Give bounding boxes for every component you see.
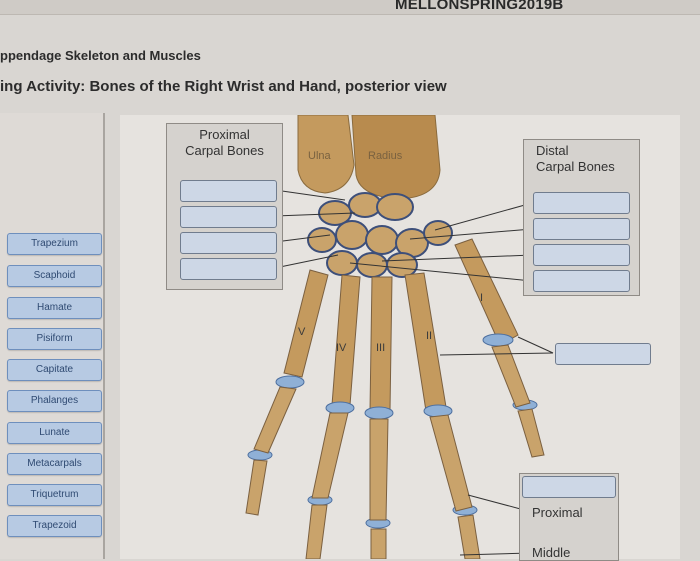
hand-illustration: Ulna Radius V IV III II I — [245, 115, 554, 559]
metacarpal-numeral-v: V — [298, 326, 306, 338]
word-chip-pisiform[interactable]: Pisiform — [7, 328, 102, 350]
word-chip-capitate[interactable]: Capitate — [7, 359, 102, 381]
word-bank-panel: Trapezium Scaphoid Hamate Pisiform Capit… — [0, 113, 105, 559]
leader-lines — [274, 189, 554, 556]
word-chip-metacarpals[interactable]: Metacarpals — [7, 453, 102, 475]
phalanx-bones — [245, 344, 545, 559]
proximal-carpal-drop-2[interactable] — [180, 206, 277, 228]
proximal-carpal-drop-3[interactable] — [180, 232, 277, 254]
proximal-carpal-drop-1[interactable] — [180, 180, 277, 202]
word-chip-phalanges[interactable]: Phalanges — [7, 390, 102, 412]
distal-carpal-drop-2[interactable] — [533, 218, 630, 240]
metacarpal-numeral-i: I — [480, 292, 483, 304]
metacarpal-numeral-ii: II — [426, 330, 432, 342]
phalanges-drop[interactable] — [522, 476, 616, 498]
distal-carpal-drop-3[interactable] — [533, 244, 630, 266]
metacarpal-drop[interactable] — [555, 343, 651, 365]
proximal-phalanx-label: Proximal — [532, 505, 583, 520]
ulna-text: Ulna — [308, 150, 332, 162]
metacarpal-bones — [283, 238, 519, 412]
word-chip-trapezoid[interactable]: Trapezoid — [7, 515, 102, 537]
proximal-carpal-drop-4[interactable] — [180, 258, 277, 280]
metacarpal-numeral-iii: III — [376, 342, 385, 354]
hand-diagram: Ulna Radius V IV III II I — [120, 115, 680, 561]
word-chip-trapezium[interactable]: Trapezium — [7, 233, 102, 255]
middle-phalanx-label: Middle — [532, 545, 571, 560]
word-chip-triquetrum[interactable]: Triquetrum — [7, 484, 102, 506]
word-chip-hamate[interactable]: Hamate — [7, 297, 102, 319]
distal-carpal-drop-4[interactable] — [533, 270, 630, 292]
radius-text: Radius — [368, 150, 403, 162]
metacarpal-numeral-iv: IV — [336, 342, 347, 354]
distal-carpal-title: Distal Carpal Bones — [536, 143, 615, 174]
section-title: ppendage Skeleton and Muscles — [0, 48, 201, 63]
word-chip-lunate[interactable]: Lunate — [7, 422, 102, 444]
distal-carpal-box: Distal Carpal Bones — [523, 139, 640, 296]
distal-carpal-drop-1[interactable] — [533, 192, 630, 214]
activity-title: ing Activity: Bones of the Right Wrist a… — [0, 78, 447, 95]
top-bar: MELLONSPRING2019B — [0, 0, 700, 15]
word-chip-scaphoid[interactable]: Scaphoid — [7, 265, 102, 287]
proximal-carpal-title: Proximal Carpal Bones — [185, 127, 264, 158]
ulna-bone — [297, 115, 355, 194]
course-title: MELLONSPRING2019B — [395, 0, 564, 13]
